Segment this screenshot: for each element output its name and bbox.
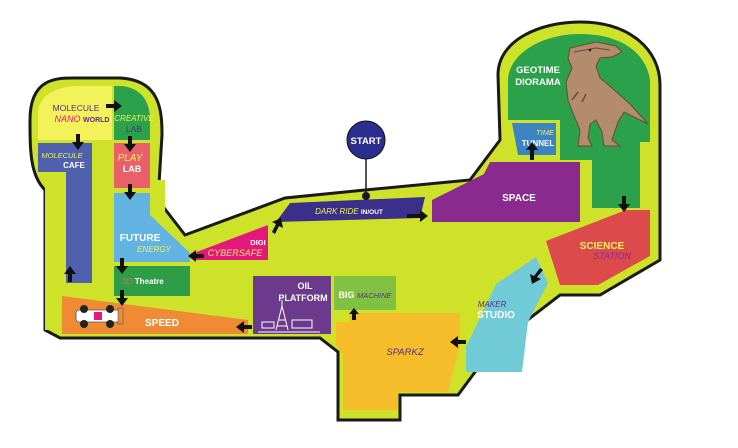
maker-line2: STUDIO (477, 310, 515, 321)
science-line2: STATION (593, 251, 631, 261)
science-line1: SCIENCE (580, 241, 625, 252)
zone-molecule-nano-world[interactable]: MOLECULE NANO WORLD (38, 86, 112, 140)
machine-label: MACHINE (357, 291, 393, 300)
play-lab-line1: PLAY (118, 153, 144, 164)
arrow-right-nano-to-creative (106, 100, 122, 112)
zone-maker-studio[interactable]: MAKER STUDIO (466, 257, 548, 372)
zone-sparkz[interactable]: SPARKZ (336, 313, 460, 410)
oil-line2: PLATFORM (278, 293, 327, 303)
digi-cybersafe-line2: CYBERSAFE (208, 248, 264, 258)
dark-ride-inout: IN/OUT (361, 209, 383, 216)
geotime-line1: GEOTIME (516, 65, 560, 76)
arrow-down-play-to-future (124, 184, 136, 200)
arrow-down-diorama-to-science (618, 196, 630, 212)
start-marker[interactable]: START (346, 120, 386, 200)
arrow-down-theatre (116, 290, 128, 306)
molecule-cafe-line2: CAFE (63, 161, 85, 170)
arrow-down-science-to-maker (530, 268, 543, 284)
arrow-left-maker-to-sparkz (450, 336, 466, 348)
arrow-up-space-to-tunnel (526, 142, 538, 160)
oil-rig-icon (258, 300, 320, 333)
creative-lab-line1: CREATIVE (114, 114, 154, 123)
zone-geotime-diorama[interactable]: GEOTIME DIORAMA (508, 34, 650, 208)
zone-creative-lab[interactable]: CREATIVE LAB (114, 86, 154, 140)
digi-cybersafe-line1: DIGI (250, 238, 265, 247)
future-energy-line2: ENERGY (137, 245, 171, 254)
geotime-line2: DIORAMA (515, 77, 561, 88)
svg-text:NANO WORLD: NANO WORLD (55, 114, 110, 124)
dark-ride-label: DARK RIDE (315, 207, 359, 216)
svg-text:3D Theatre: 3D Theatre (122, 277, 164, 286)
play-lab-line2: LAB (123, 164, 142, 174)
creative-lab-line2: LAB (126, 124, 142, 134)
arrow-down-nano-to-cafe (72, 134, 84, 150)
flow-arrows (64, 100, 630, 348)
zone-dark-ride[interactable]: DARK RIDE IN/OUT (276, 197, 425, 222)
nano-label: NANO (55, 114, 81, 124)
zone-3d-theatre[interactable]: 3D Theatre (114, 266, 190, 296)
zone-speed[interactable]: SPEED (62, 296, 248, 334)
future-energy-line1: FUTURE (120, 233, 161, 244)
arrow-right-dark-to-space (407, 210, 428, 222)
maker-line1: MAKER (478, 300, 507, 309)
arrow-up-cafe (64, 266, 76, 282)
arrow-up-sparkz-to-big (349, 308, 359, 320)
oil-line1: OIL (298, 281, 314, 291)
svg-text:DARK RIDE IN/OUT: DARK RIDE IN/OUT (315, 207, 383, 216)
zone-play-lab[interactable]: PLAY LAB (114, 143, 150, 188)
world-label: WORLD (83, 117, 109, 124)
start-label: START (351, 136, 382, 147)
time-tunnel-line1: TIME (536, 128, 555, 137)
big-label: BIG (338, 290, 354, 300)
arrow-down-creative-to-play (124, 136, 136, 152)
arrow-left-digi (188, 250, 204, 262)
theatre-3d-prefix: 3D (122, 277, 132, 286)
zone-digi-cybersafe[interactable]: DIGI CYBERSAFE (194, 225, 268, 260)
zone-molecule-cafe[interactable]: MOLECULE CAFE (38, 143, 92, 283)
theatre-label: Theatre (135, 277, 164, 286)
race-car-icon (75, 305, 124, 328)
molecule-nano-world-line1: MOLECULE (53, 103, 100, 113)
zone-big-machine[interactable]: BIG MACHINE (334, 276, 396, 310)
zone-oil-platform[interactable]: OIL PLATFORM (253, 276, 331, 334)
sparkz-label: SPARKZ (386, 347, 425, 358)
arrow-left-oil-to-speed (236, 321, 252, 333)
arrow-up-digi-to-dark (272, 218, 283, 234)
time-tunnel-line2: TUNNEL (522, 139, 555, 148)
zone-space[interactable]: SPACE (432, 162, 580, 222)
zone-time-tunnel[interactable]: TIME TUNNEL (512, 123, 556, 155)
speed-label: SPEED (145, 318, 179, 329)
zone-science-station[interactable]: SCIENCE STATION (546, 210, 650, 285)
molecule-cafe-line1: MOLECULE (41, 151, 83, 160)
t-rex-icon (565, 41, 649, 147)
zone-future-energy[interactable]: FUTURE ENERGY (114, 193, 190, 262)
svg-text:BIG MACHINE: BIG MACHINE (338, 290, 392, 300)
arrow-down-future-to-theatre (116, 258, 128, 274)
space-label: SPACE (502, 193, 536, 204)
